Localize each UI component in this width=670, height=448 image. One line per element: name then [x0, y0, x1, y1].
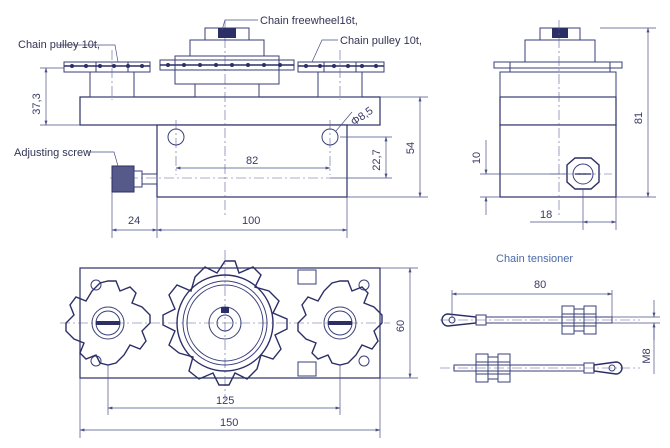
label-adjusting-screw: Adjusting screw [14, 147, 91, 159]
side-view [480, 20, 656, 230]
tensioner-rod-top [441, 305, 613, 335]
dim-150: 150 [220, 417, 238, 429]
dim-80: 80 [534, 279, 546, 291]
tensioner-rod-bottom [453, 353, 623, 383]
adjusting-screw [111, 165, 158, 193]
sprocket-center [162, 260, 288, 386]
label-chain-pulley-right: Chain pulley 10t, [340, 35, 422, 47]
chain-pulley-left [63, 50, 151, 100]
top-view [60, 250, 418, 438]
dim-60: 60 [395, 320, 407, 332]
label-chain-freewheel: Chain freewheel16t, [260, 15, 358, 27]
dim-m8: M8 [641, 348, 653, 363]
dim-125: 125 [216, 395, 234, 407]
chain-tensioner-view [440, 290, 660, 383]
dim-18: 18 [540, 209, 552, 221]
dim-10: 10 [471, 152, 483, 164]
chain-pulley-right [297, 50, 385, 100]
dim-22-7: 22,7 [371, 149, 383, 170]
dim-81: 81 [633, 112, 645, 124]
dim-54: 54 [405, 142, 417, 154]
dim-24: 24 [128, 215, 140, 227]
chain-freewheel [159, 27, 295, 98]
label-chain-pulley-left: Chain pulley 10t, [18, 39, 100, 51]
label-chain-tensioner: Chain tensioner [496, 253, 573, 265]
dim-82: 82 [246, 155, 258, 167]
dim-100: 100 [242, 215, 260, 227]
dim-37-3: 37,3 [31, 93, 43, 114]
front-view [40, 19, 428, 238]
